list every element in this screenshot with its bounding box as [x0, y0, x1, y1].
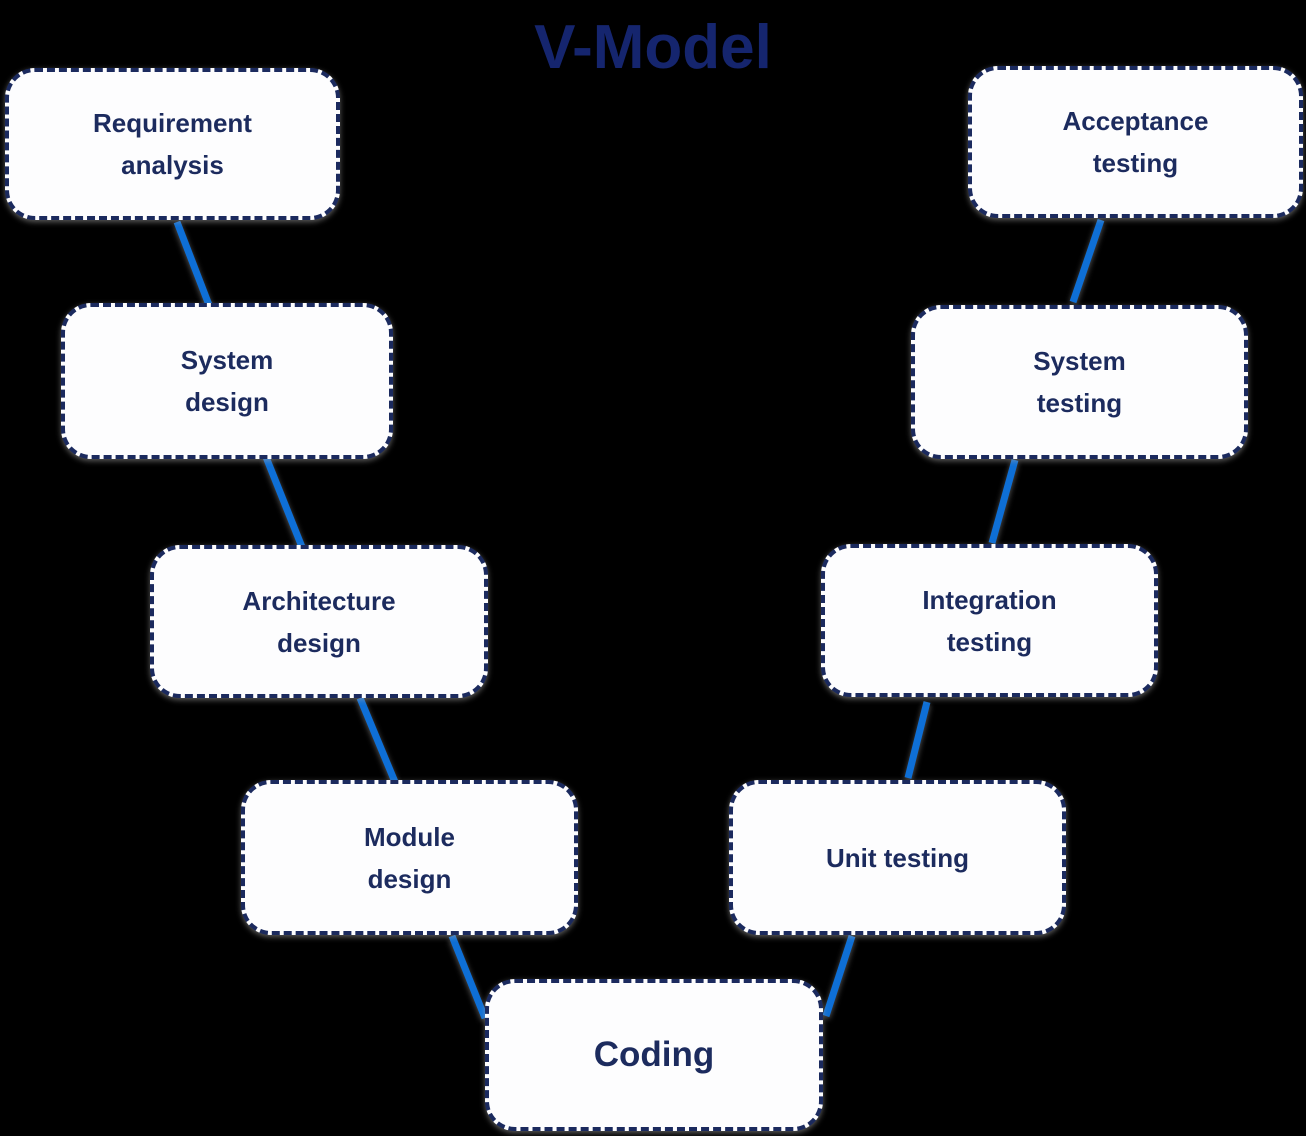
- connector-unittesting-to-integration: [904, 701, 931, 779]
- box-system-testing: System testing: [911, 305, 1248, 459]
- box-architecture-design: Architecture design: [150, 545, 488, 698]
- box-coding: Coding: [485, 979, 823, 1131]
- box-system-design-label: System design: [180, 345, 274, 417]
- connector-coding-to-unittesting: [822, 934, 856, 1018]
- box-unit-testing: Unit testing: [729, 780, 1066, 935]
- connector-integration-to-systemtesting: [988, 459, 1019, 544]
- box-requirement-analysis: Requirement analysis: [5, 68, 340, 220]
- box-integration-testing: Integration testing: [821, 544, 1158, 697]
- connector-architecture-to-module: [356, 696, 399, 784]
- box-coding-label: Coding: [593, 1035, 715, 1074]
- box-acceptance-testing-label: Acceptance testing: [1062, 106, 1209, 178]
- box-acceptance-testing: Acceptance testing: [968, 66, 1303, 218]
- box-module-design: Module design: [241, 780, 578, 935]
- box-integration-testing-label: Integration testing: [922, 584, 1057, 657]
- box-system-testing-label: System testing: [1033, 346, 1126, 418]
- box-requirement-analysis-label: Requirement analysis: [93, 108, 252, 180]
- box-module-design-label: Module design: [364, 821, 455, 894]
- box-unit-testing-label: Unit testing: [826, 842, 969, 873]
- connector-systemtesting-to-acceptance: [1069, 218, 1105, 304]
- connector-systemdesign-to-architecture: [262, 455, 306, 549]
- box-architecture-design-label: Architecture design: [242, 585, 396, 658]
- connector-module-to-coding: [448, 934, 489, 1020]
- diagram-title: V-Model: [534, 13, 772, 82]
- box-system-design: System design: [61, 303, 393, 459]
- connector-requirement-to-systemdesign: [173, 220, 213, 307]
